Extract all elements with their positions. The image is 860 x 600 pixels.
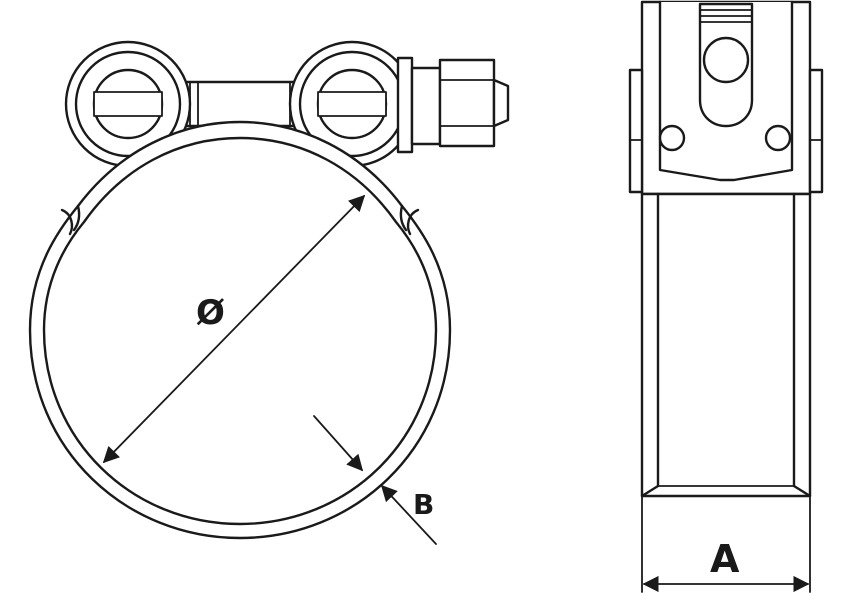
bolt-slot xyxy=(698,2,754,128)
band-thickness-label: B xyxy=(413,488,434,521)
diameter-dimension: Ø xyxy=(102,194,366,464)
side-band xyxy=(640,192,812,498)
left-rivet xyxy=(658,124,686,152)
clamp-band xyxy=(28,120,452,540)
right-rivet xyxy=(764,124,792,152)
front-view: Ø B xyxy=(28,40,510,545)
band-width-label: A xyxy=(710,537,740,581)
band-thickness-dimension: B xyxy=(313,415,437,545)
side-view: A xyxy=(628,0,824,593)
nut xyxy=(396,56,510,154)
diameter-label: Ø xyxy=(196,293,225,333)
band-width-dimension: A xyxy=(641,495,811,593)
